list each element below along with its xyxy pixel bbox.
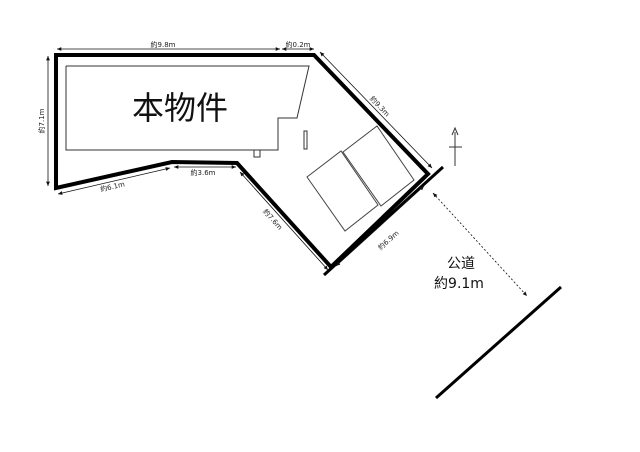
entrance-mark: [303, 130, 308, 150]
dim-label-left: 約7.1m: [37, 108, 46, 133]
building-step: [253, 149, 261, 158]
lot-boundary: [54, 53, 431, 270]
building-outline: [65, 65, 310, 151]
dim-line-bottom-left: [57, 167, 171, 195]
dim-label-bottom-mid: 約3.6m: [191, 168, 216, 177]
dim-label-top-short: 約0.2m: [286, 40, 311, 49]
dim-line-frontage: [335, 185, 425, 267]
road-width-label: 約9.1m: [434, 276, 484, 292]
dim-label-frontage: 約6.9m: [376, 228, 401, 252]
building-label: 本物件: [132, 89, 228, 127]
dim-line-right-diagonal: [319, 51, 433, 169]
road-edge-line: [435, 285, 562, 400]
parking-space-1: [306, 150, 379, 232]
road-label: 公道: [447, 256, 475, 272]
dim-label-top-long: 約9.8m: [151, 40, 176, 49]
dim-line-lower-diagonal: [239, 171, 329, 271]
frontage-line: [322, 165, 445, 277]
dim-line-road: [432, 192, 528, 297]
north-arrow-icon: [449, 126, 462, 166]
